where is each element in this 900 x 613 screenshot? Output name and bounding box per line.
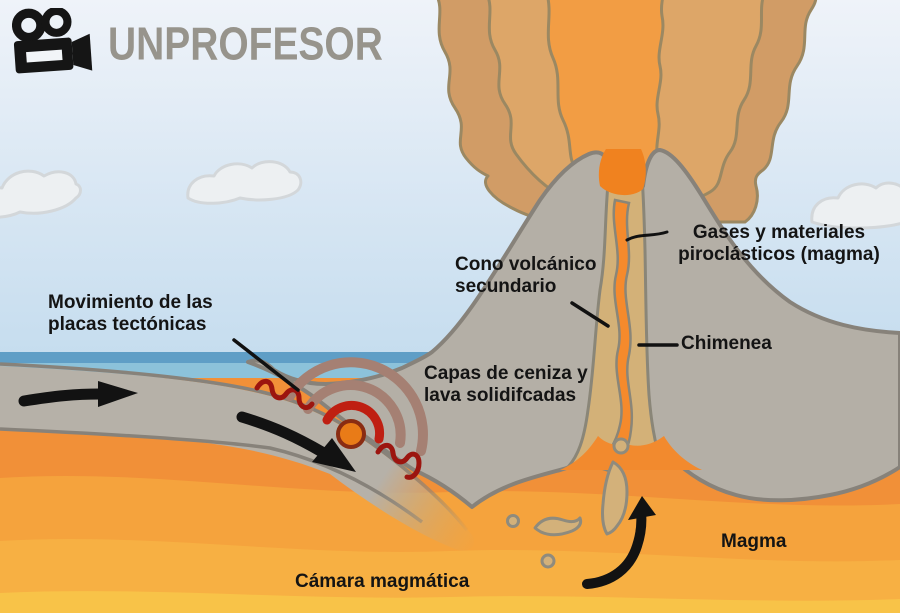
- leader-pyroclastic: [625, 230, 669, 242]
- magma-rock-fragments: [506, 437, 630, 569]
- crater-magma-bulge: [598, 149, 646, 196]
- label-line: lava solidifcadas: [424, 385, 577, 406]
- seismic-squiggle-upper: [254, 378, 315, 411]
- label-pyroclastic: Gases y materiales piroclásticos (magma): [660, 222, 898, 266]
- magma-rise-arrow-head: [628, 496, 656, 520]
- mantle-layer-4: [0, 591, 900, 613]
- epicenter-circle: [336, 419, 366, 449]
- label-plate-movement: Movimiento de las placas tectónicas: [48, 292, 213, 336]
- leader-secondary-cone: [570, 301, 610, 328]
- leader-lines: [232, 230, 679, 392]
- plate-arrow-left-head: [98, 381, 138, 407]
- plate-arrow-left: [18, 388, 106, 407]
- rock-fragment: [612, 437, 630, 455]
- subducting-plate-bottom-edge: [0, 427, 424, 524]
- magma-rise-arrow: [582, 507, 647, 589]
- subduction-arrow-head: [312, 438, 356, 472]
- seismic-wave-arc-inner: [322, 400, 385, 444]
- subduction-arrow: [236, 411, 328, 458]
- earthquake-symbol: [254, 357, 428, 480]
- label-line: Capas de ceniza y: [424, 363, 588, 384]
- label-line: Cono volcánico: [455, 254, 597, 275]
- rock-fragment: [540, 553, 556, 569]
- seismic-wave-arc-middle: [303, 380, 406, 448]
- label-line: piroclásticos (magma): [678, 244, 880, 265]
- cloud-right: [810, 181, 900, 230]
- label-line: secundario: [455, 276, 557, 297]
- rock-fragment: [533, 516, 583, 537]
- label-magma: Magma: [721, 531, 787, 552]
- subducting-plate-body: [0, 366, 475, 551]
- brand-logo: UNPROFESOR: [12, 8, 397, 82]
- leader-plate-movement: [232, 338, 300, 392]
- conduit-mouth-flare: [560, 436, 702, 470]
- label-ash-lava-layers: Capas de ceniza y lava solidifcadas: [424, 363, 588, 407]
- volcano-body: [246, 148, 900, 509]
- rock-fragment: [506, 514, 520, 528]
- cloud-middle: [186, 160, 303, 205]
- label-secondary-cone: Cono volcánico secundario: [455, 254, 596, 298]
- brand-name: UNPROFESOR: [108, 18, 383, 70]
- arrows: [18, 381, 656, 589]
- label-chimney: Chimenea: [681, 333, 772, 354]
- label-magma-chamber: Cámara magmática: [295, 571, 470, 592]
- video-camera-icon: [12, 8, 93, 74]
- cloud-left: [0, 169, 82, 219]
- eruption-plume: [436, 0, 818, 224]
- seismic-squiggle-lower: [375, 442, 422, 480]
- clouds: [0, 160, 900, 230]
- label-line: Gases y materiales: [692, 222, 866, 243]
- label-line: Movimiento de las: [48, 292, 213, 313]
- seismic-wave-arc-outer: [285, 357, 428, 456]
- sea-dark-band: [0, 352, 520, 363]
- label-line: placas tectónicas: [48, 314, 207, 335]
- rock-fragment: [601, 460, 629, 536]
